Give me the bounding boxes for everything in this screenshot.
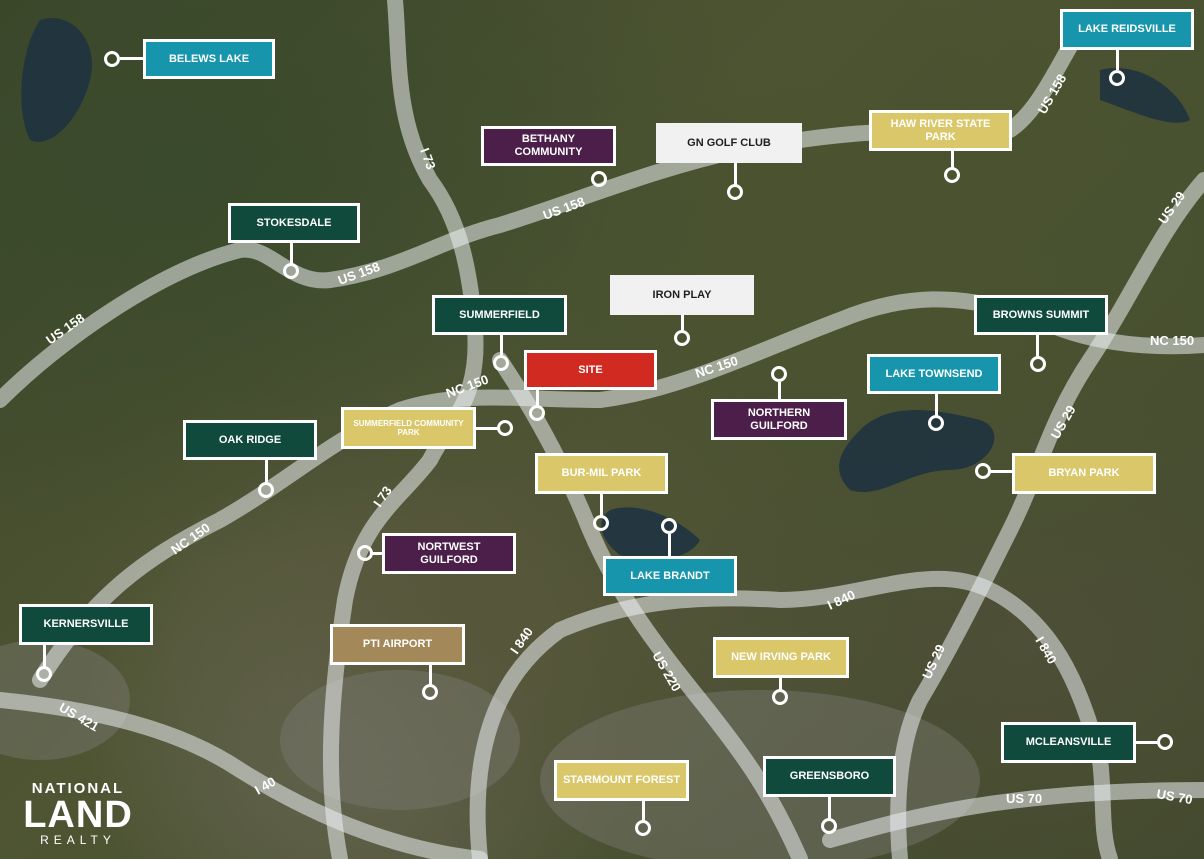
label-mcleansville[interactable]: MCLEANSVILLE [1001,722,1136,763]
pin-bryan-park[interactable] [975,463,991,479]
pin-kernersville[interactable] [36,666,52,682]
pin-gn-golf-club[interactable] [727,184,743,200]
connector [779,678,782,690]
connector [43,645,46,667]
label-nortwest-guilford[interactable]: NORTWEST GUILFORD [382,533,516,574]
label-bur-mil-park[interactable]: BUR-MIL PARK [535,453,668,494]
road-i40 [0,692,488,859]
pin-stokesdale[interactable] [283,263,299,279]
pin-lake-townsend[interactable] [928,415,944,431]
connector [990,470,1012,473]
connector [642,801,645,821]
road-label-us158-b: US 158 [336,259,382,288]
label-new-irving-park[interactable]: NEW IRVING PARK [713,637,849,678]
road-label-us70-b: US 70 [1155,786,1193,807]
pin-summerfield-community-park[interactable] [497,420,513,436]
connector [120,57,144,60]
pin-belews-lake[interactable] [104,51,120,67]
connector [536,390,539,406]
pin-iron-play[interactable] [674,330,690,346]
connector [951,151,954,169]
connector [429,665,432,685]
label-iron-play[interactable]: IRON PLAY [610,275,754,315]
connector [1136,741,1158,744]
pin-northern-guilford[interactable] [771,366,787,382]
road-us220 [492,352,808,859]
connector [1036,335,1039,357]
connector [600,494,603,516]
label-lake-brandt[interactable]: LAKE BRANDT [603,556,737,596]
lake-brandt-water [601,507,700,560]
label-bryan-park[interactable]: BRYAN PARK [1012,453,1156,494]
road-label-nc150-d: NC 150 [1150,333,1194,348]
connector [372,552,382,555]
pin-oak-ridge[interactable] [258,482,274,498]
connector [668,534,671,556]
road-us158-west [0,22,1088,408]
pin-nortwest-guilford[interactable] [357,545,373,561]
connector [265,460,268,482]
label-kernersville[interactable]: KERNERSVILLE [19,604,153,645]
label-stokesdale[interactable]: STOKESDALE [228,203,360,243]
connector [778,382,781,399]
connector [1116,50,1119,70]
label-starmount-forest[interactable]: STARMOUNT FOREST [554,760,689,801]
kernersville-urban [0,640,130,760]
road-label-i73-a: I 73 [417,146,439,172]
pin-pti-airport[interactable] [422,684,438,700]
label-bethany-community[interactable]: BETHANY COMMUNITY [481,126,616,166]
connector [828,797,831,819]
pin-haw-river-state-park[interactable] [944,167,960,183]
label-summerfield-community-park[interactable]: SUMMERFIELD COMMUNITY PARK [341,407,476,449]
pin-greensboro[interactable] [821,818,837,834]
label-northern-guilford[interactable]: NORTHERN GUILFORD [711,399,847,440]
road-us29 [890,172,1204,859]
brand-line3: REALTY [40,833,116,847]
connector [290,243,293,264]
pin-lake-brandt[interactable] [661,518,677,534]
belews-lake-water [21,18,92,142]
label-greensboro[interactable]: GREENSBORO [763,756,896,797]
pin-starmount-forest[interactable] [635,820,651,836]
connector [681,315,684,331]
connector [935,394,938,416]
pin-mcleansville[interactable] [1157,734,1173,750]
road-us70 [822,782,1204,848]
brand-line2: LAND [23,794,133,836]
brand-line1: NATIONAL [31,780,125,797]
road-label-us70-a: US 70 [1006,791,1042,806]
label-pti-airport[interactable]: PTI AIRPORT [330,624,465,665]
label-gn-golf-club[interactable]: GN GOLF CLUB [656,123,802,163]
pin-site[interactable] [529,405,545,421]
label-site[interactable]: SITE [524,350,657,390]
connector [500,335,503,355]
connector [476,427,498,430]
pin-summerfield[interactable] [493,355,509,371]
national-land-realty-logo: NATIONAL LAND REALTY [8,780,148,847]
pin-bur-mil-park[interactable] [593,515,609,531]
label-haw-river-state-park[interactable]: HAW RIVER STATE PARK [869,110,1012,151]
connector [734,163,737,185]
pin-bethany-community[interactable] [591,171,607,187]
label-lake-townsend[interactable]: LAKE TOWNSEND [867,354,1001,394]
lake-townsend-water [839,410,995,493]
label-oak-ridge[interactable]: OAK RIDGE [183,420,317,460]
label-summerfield[interactable]: SUMMERFIELD [432,295,567,335]
label-lake-reidsville[interactable]: LAKE REIDSVILLE [1060,9,1194,50]
pin-lake-reidsville[interactable] [1109,70,1125,86]
pin-browns-summit[interactable] [1030,356,1046,372]
label-belews-lake[interactable]: BELEWS LAKE [143,39,275,79]
label-browns-summit[interactable]: BROWNS SUMMIT [974,295,1108,335]
pin-new-irving-park[interactable] [772,689,788,705]
